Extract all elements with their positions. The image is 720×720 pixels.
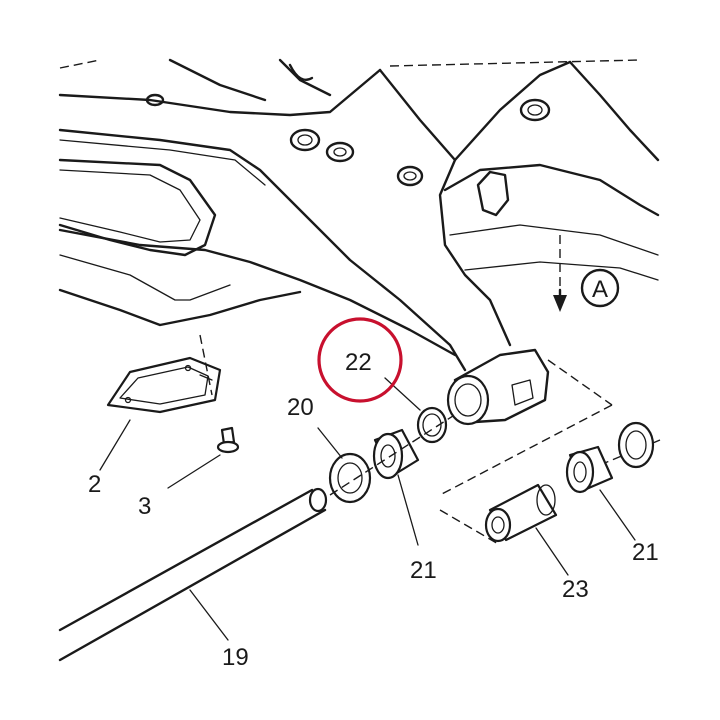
callout-2: 2 <box>88 471 101 498</box>
callout-3: 3 <box>138 493 151 520</box>
part-2-cover-plate <box>99 334 222 471</box>
highlight-circle <box>317 317 403 403</box>
callout-23: 23 <box>562 576 589 603</box>
part-21-bearing-right <box>565 445 636 541</box>
view-a-indicator: A <box>553 235 620 312</box>
callout-20: 20 <box>287 394 314 421</box>
callout-22: 22 <box>345 349 372 376</box>
pivot-bore <box>446 374 490 426</box>
part-19-shaft <box>58 487 328 662</box>
callout-21-left: 21 <box>410 557 437 584</box>
seal-ring-right <box>617 421 655 469</box>
part-23-spacer-tube <box>484 483 569 576</box>
part-20-seal-ring <box>317 427 372 504</box>
part-21-bearing-left <box>372 428 420 546</box>
swingarm-frame <box>58 58 660 424</box>
part-3-screw <box>167 426 240 489</box>
callout-21-right: 21 <box>632 539 659 566</box>
callout-19: 19 <box>222 644 249 671</box>
view-a-label: A <box>592 276 608 303</box>
